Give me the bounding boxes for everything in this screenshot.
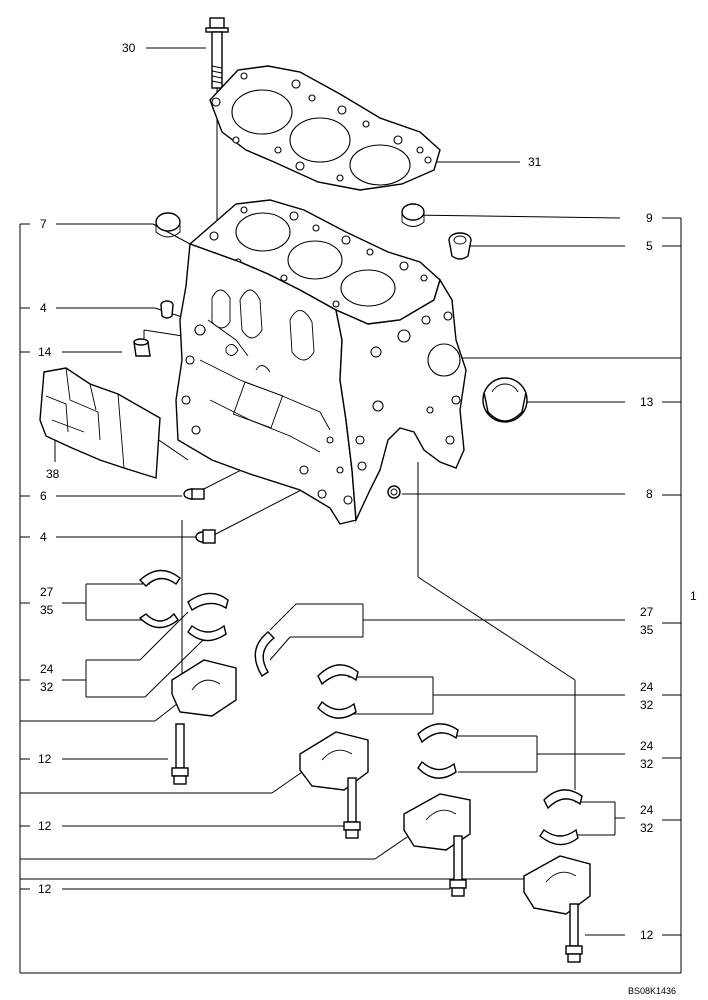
callout-31: 31 (528, 155, 542, 169)
bearing-shell-3 (417, 723, 459, 779)
cylinder-block (175, 199, 467, 525)
bushing-13 (482, 377, 528, 423)
bolt-12-a (171, 723, 189, 785)
plug-8 (387, 485, 401, 499)
side-cover-38 (39, 367, 161, 479)
callout-27-left: 27 (40, 585, 54, 599)
callout-24-d: 24 (640, 803, 654, 817)
callout-8: 8 (646, 487, 653, 501)
callout-35-right: 35 (640, 623, 654, 637)
bearing-cap-2 (299, 731, 369, 791)
head-gasket-31 (209, 65, 441, 191)
plug-4-lower (195, 529, 216, 544)
callout-24-c: 24 (640, 739, 654, 753)
document-code: BS08K1436 (628, 986, 676, 996)
callout-5: 5 (646, 239, 653, 253)
bearing-cap-4 (523, 855, 591, 915)
plug-5 (448, 232, 472, 260)
callout-32-c: 32 (640, 757, 654, 771)
callout-1: 1 (690, 589, 697, 603)
callout-38: 38 (46, 467, 60, 481)
plug-6 (183, 488, 205, 500)
callout-14: 14 (38, 345, 52, 359)
callout-4-upper: 4 (40, 301, 47, 315)
plug-7 (155, 212, 181, 238)
callout-9: 9 (646, 211, 653, 225)
callout-32-a: 32 (40, 680, 54, 694)
callout-32-b: 32 (640, 698, 654, 712)
bolt-12-c (449, 835, 467, 897)
thrust-washer-left-upper (138, 569, 181, 587)
callout-35-left: 35 (40, 603, 54, 617)
bearing-shell-1 (187, 592, 229, 642)
bolt-12-d (565, 903, 583, 963)
assembly-bracket-lines (19, 217, 682, 974)
callout-30: 30 (122, 41, 136, 55)
plug-4-upper (160, 300, 174, 319)
thrust-washer-right (254, 631, 276, 677)
plug-14 (133, 338, 151, 357)
callout-6: 6 (40, 489, 47, 503)
callout-12-b: 12 (38, 819, 52, 833)
thrust-washer-left-lower (138, 612, 179, 629)
callout-24-a: 24 (40, 662, 54, 676)
callout-labels: 30 31 7 9 5 4 14 38 13 6 8 4 1 27 35 27 … (38, 41, 697, 942)
bearing-cap-1 (171, 659, 237, 717)
callout-12-d: 12 (640, 928, 654, 942)
callout-32-d: 32 (640, 821, 654, 835)
callout-12-c: 12 (38, 882, 52, 896)
callout-13: 13 (640, 395, 654, 409)
bearing-shell-4 (539, 789, 583, 846)
bolt-12-b (343, 777, 361, 839)
callout-27-right: 27 (640, 605, 654, 619)
callout-7: 7 (40, 217, 47, 231)
callout-12-a: 12 (38, 752, 52, 766)
head-bolt-30 (205, 17, 229, 89)
callout-4-lower: 4 (40, 530, 47, 544)
plug-9 (401, 203, 425, 227)
callout-24-b: 24 (640, 680, 654, 694)
bearing-shell-2 (317, 664, 359, 719)
